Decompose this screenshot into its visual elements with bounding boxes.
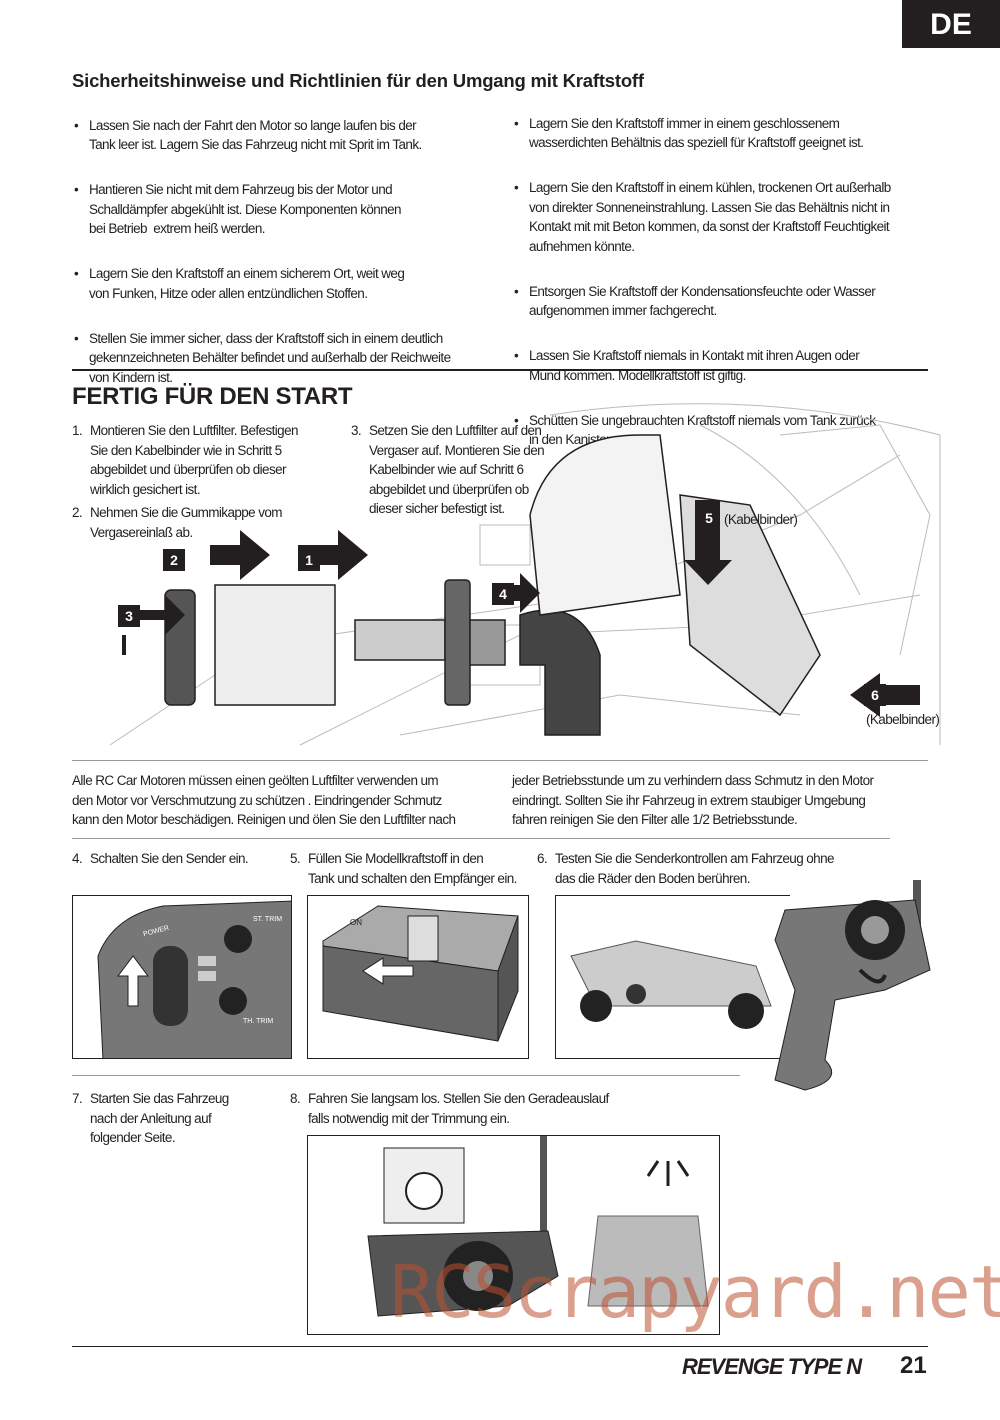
list-item: Lassen Sie Kraftstoff niemals in Kontakt…: [512, 346, 952, 385]
step-7: 7. Starten Sie das Fahrzeug nach der Anle…: [72, 1089, 282, 1148]
list-item: Hantieren Sie nicht mit dem Fahrzeug bis…: [72, 180, 502, 239]
step-3: 3. Setzen Sie den Luftfilter auf den Verg…: [351, 421, 591, 519]
step-number: 8.: [290, 1091, 301, 1106]
footer-rule: [72, 1346, 928, 1347]
watermark: RCScrapyard.net: [390, 1250, 1000, 1334]
step-1: 1. Montieren Sie den Luftfilter. Befestig…: [72, 421, 342, 499]
language-tab: DE: [902, 0, 1000, 48]
step-4: 4. Schalten Sie den Sender ein.: [72, 849, 282, 869]
list-item: Lassen Sie nach der Fahrt den Motor so l…: [72, 116, 502, 155]
safety-list-left: Lassen Sie nach der Fahrt den Motor so l…: [72, 96, 502, 413]
list-item: Entsorgen Sie Kraftstoff der Kondensatio…: [512, 282, 952, 321]
air-filter-note-right: jeder Betriebsstunde um zu verhindern da…: [512, 773, 874, 827]
step-number: 4.: [72, 851, 83, 866]
divider: [72, 1075, 740, 1076]
brand-logo: REVENGE TYPE N: [682, 1354, 862, 1379]
list-item: Lagern Sie den Kraftstoff immer in einem…: [512, 114, 952, 153]
air-filter-note-left: Alle RC Car Motoren müssen einen geölten…: [72, 773, 456, 827]
list-item: Lagern Sie den Kraftstoff in einem kühle…: [512, 178, 952, 256]
step-number: 7.: [72, 1091, 83, 1106]
list-item: Lagern Sie den Kraftstoff an einem siche…: [72, 264, 502, 303]
callout-2: 2: [163, 549, 185, 571]
step-2: 2. Nehmen Sie die Gummikappe vom Vergaser…: [72, 503, 342, 542]
step-number: 5.: [290, 851, 301, 866]
step-5: 5. Füllen Sie Modellkraftstoff in den Tan…: [290, 849, 535, 888]
safety-list-right: Lagern Sie den Kraftstoff immer in einem…: [512, 94, 952, 475]
car-test-illustration: [555, 895, 790, 1059]
transmitter-power-illustration: POWER ST. TRIM TH. TRIM: [72, 895, 292, 1059]
callout-3: 3: [118, 605, 140, 627]
kabelbinder-label-5: (Kabelbinder): [724, 512, 798, 527]
step-text: Starten Sie das Fahrzeug nach der Anleit…: [90, 1091, 229, 1145]
list-item: Schütten Sie ungebrauchten Kraftstoff ni…: [512, 411, 952, 450]
step-text: Schalten Sie den Sender ein.: [90, 851, 249, 866]
step-text: Fahren Sie langsam los. Stellen Sie den …: [308, 1091, 609, 1126]
receiver-switch-illustration: ON: [307, 895, 529, 1059]
step-number: 2.: [72, 505, 83, 520]
step-text: Montieren Sie den Luftfilter. Befestigen…: [90, 423, 299, 497]
callout-6: 6: [864, 684, 886, 706]
page-number: 21: [900, 1352, 927, 1379]
step-text: Testen Sie die Senderkontrollen am Fahrz…: [555, 851, 835, 886]
divider: [72, 760, 928, 761]
on-label: ON: [350, 918, 362, 927]
step-text: Nehmen Sie die Gummikappe vom Vergaserei…: [90, 505, 283, 540]
step-text: Setzen Sie den Luftfilter auf den Vergas…: [369, 423, 545, 516]
list-item: Stellen Sie immer sicher, dass der Kraft…: [72, 329, 502, 388]
step-number: 6.: [537, 851, 548, 866]
callout-5: 5: [698, 507, 720, 529]
safety-title: Sicherheitshinweise und Richtlinien für …: [72, 70, 644, 91]
driving-trim-illustration: [307, 1135, 720, 1335]
section-title: FERTIG FÜR DEN START: [72, 383, 353, 410]
step-6: 6. Testen Sie die Senderkontrollen am Fah…: [537, 849, 877, 888]
st-trim-label: ST. TRIM: [253, 916, 283, 923]
th-trim-label: TH. TRIM: [243, 1018, 274, 1025]
callout-1: 1: [298, 549, 320, 571]
divider: [72, 369, 928, 371]
step-8: 8. Fahren Sie langsam los. Stellen Sie de…: [290, 1089, 710, 1128]
step-text: Füllen Sie Modellkraftstoff in den Tank …: [308, 851, 517, 886]
step-number: 1.: [72, 423, 83, 438]
transmitter-illustration: [774, 880, 931, 1091]
divider: [72, 838, 890, 839]
kabelbinder-label-6: (Kabelbinder): [866, 712, 940, 727]
step-number: 3.: [351, 423, 362, 438]
callout-4: 4: [492, 583, 514, 605]
